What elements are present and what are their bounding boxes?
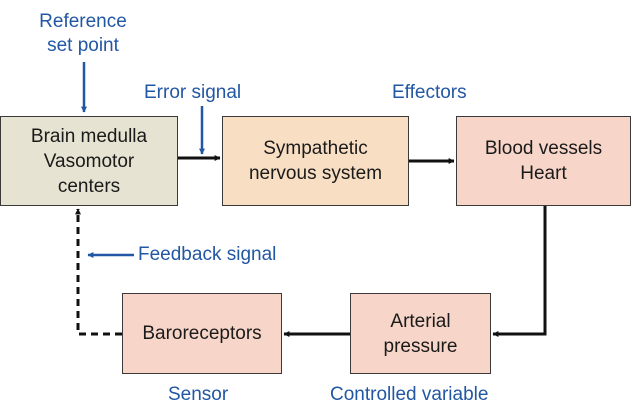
effectors-label: Effectors <box>392 82 467 103</box>
sensor-label: Sensor <box>168 384 229 405</box>
baroreceptors-box: Baroreceptors <box>122 293 282 374</box>
feedback-dashed-arrow <box>75 208 122 336</box>
vessels-line-2: Heart <box>520 163 567 184</box>
error-signal-label: Error signal <box>144 82 242 103</box>
blood-vessels-heart-box: Blood vessels Heart <box>456 116 631 206</box>
controlled-variable-label: Controlled variable <box>330 384 489 405</box>
sympathetic-line-2: nervous system <box>248 163 383 184</box>
vessels-line-1: Blood vessels <box>484 138 603 159</box>
brain-medulla-box: Brain medulla Vasomotor centers <box>0 116 178 206</box>
reference-line-1: Reference <box>39 11 127 32</box>
reference-set-point-label: Reference set point <box>33 10 133 58</box>
feedback-signal-label: Feedback signal <box>138 244 277 265</box>
reference-line-2: set point <box>47 35 119 56</box>
sympathetic-nervous-system-box: Sympathetic nervous system <box>222 116 409 206</box>
baroreceptors-line-1: Baroreceptors <box>142 323 262 344</box>
brain-line-3: centers <box>57 175 121 197</box>
arterial-pressure-box: Arterial pressure <box>350 293 491 374</box>
sympathetic-line-1: Sympathetic <box>263 138 368 159</box>
arterial-line-1: Arterial <box>390 310 451 332</box>
arterial-line-2: pressure <box>383 335 458 357</box>
brain-line-1: Brain medulla <box>30 125 148 147</box>
brain-line-2: Vasomotor <box>43 150 135 172</box>
vessels-to-arterial-arrow <box>492 206 547 337</box>
